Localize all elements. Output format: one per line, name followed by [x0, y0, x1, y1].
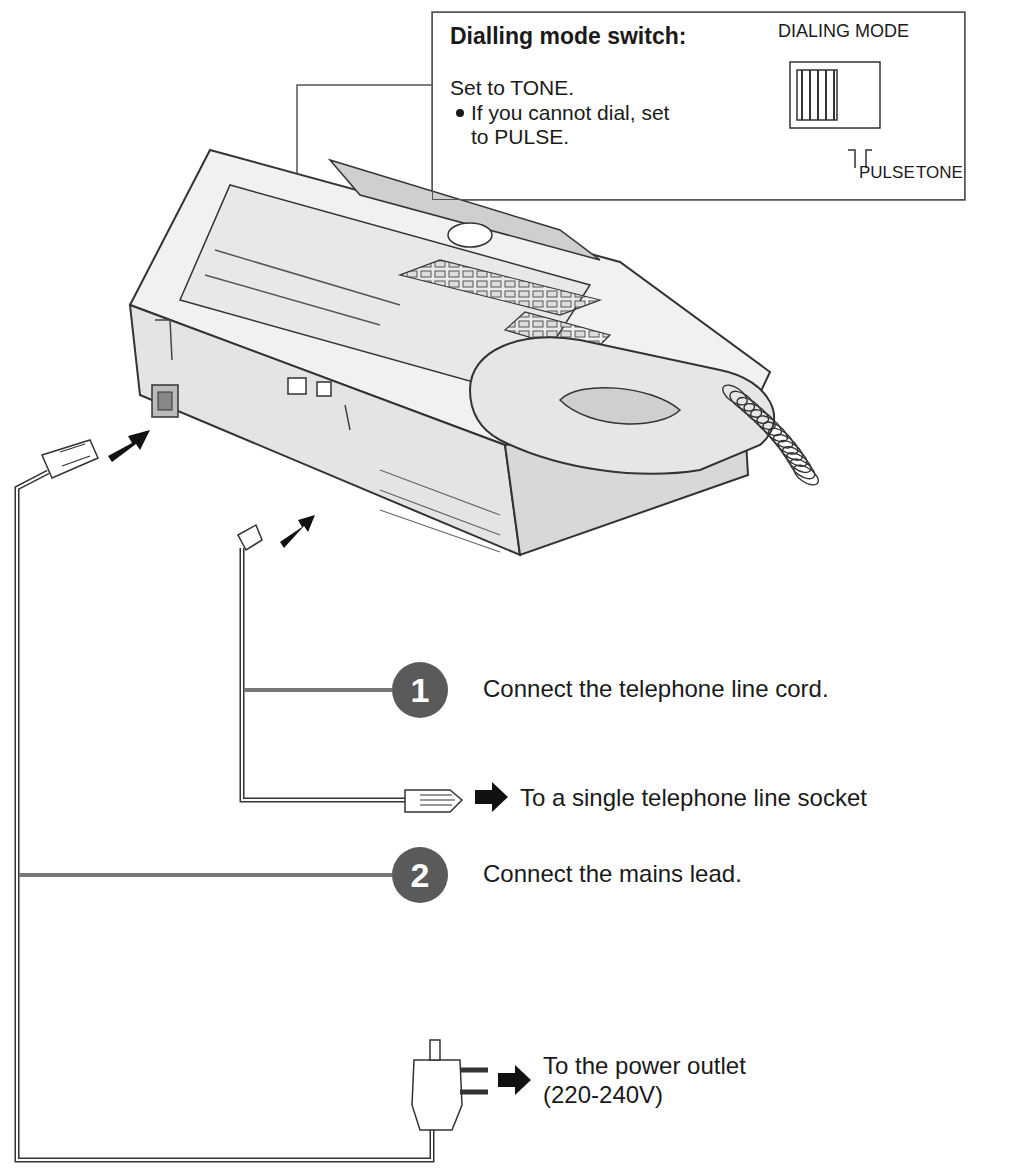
callout-number: 1	[392, 662, 448, 718]
bullet-dot	[456, 109, 464, 117]
callout-note: Set to TONE.	[450, 76, 710, 100]
switch-title: DIALING MODE	[778, 21, 963, 42]
callout-number: 1	[411, 671, 430, 710]
callout-number: 2	[411, 856, 430, 895]
destination-text: To the power outlet (220-240V)	[543, 1052, 783, 1110]
callout-heading: Dialling mode switch:	[450, 23, 700, 49]
destination-text: To a single telephone line socket	[520, 784, 1010, 813]
callout-box: Dialling mode switch: Set to TONE.If you …	[432, 12, 965, 200]
step-text: Connect the mains lead.	[483, 860, 983, 889]
switch-position: TONE	[916, 163, 986, 183]
callout-number: 2	[392, 847, 448, 903]
step-text: Connect the telephone line cord.	[483, 675, 983, 704]
callout-note: If you cannot dial, set to PULSE.	[471, 101, 691, 149]
